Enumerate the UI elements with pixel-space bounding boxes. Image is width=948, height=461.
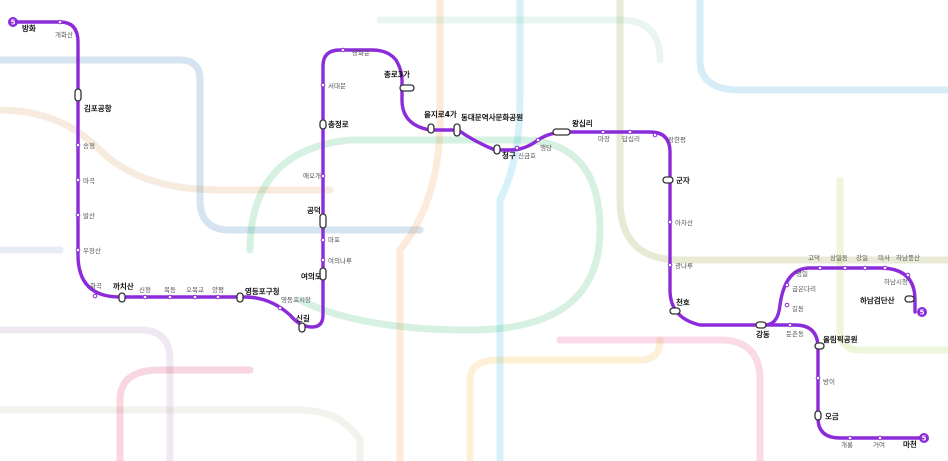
station-sangil[interactable]: 상일동 <box>830 253 848 262</box>
station-majang[interactable]: 마장 <box>598 134 610 143</box>
station-gangil[interactable]: 강일 <box>856 253 868 262</box>
station-songjeong[interactable]: 송정 <box>83 141 95 150</box>
station-gongdeok[interactable]: 공덕 <box>307 205 321 215</box>
svg-text:5: 5 <box>922 435 927 443</box>
station-singil[interactable]: 신길 <box>296 313 310 323</box>
station-ujangsan[interactable]: 우장산 <box>83 246 101 255</box>
station-dapsimni[interactable]: 답십리 <box>622 134 640 143</box>
station-sinjeong[interactable]: 신정 <box>139 285 151 294</box>
station-achasan[interactable]: 아차산 <box>675 218 693 227</box>
station-euljiro4ga[interactable]: 을지로4가 <box>424 109 457 119</box>
station-wangsimni[interactable]: 왕십리 <box>572 118 593 128</box>
station-gangdong[interactable]: 강동 <box>756 329 770 339</box>
station-dunchon[interactable]: 둔촌동 <box>786 329 804 338</box>
station-myeongil[interactable]: 명일 <box>796 269 808 278</box>
station-gildong[interactable]: 길동 <box>792 305 804 313</box>
station-macheon[interactable]: 마천 <box>903 439 917 449</box>
station-mokdong[interactable]: 목동 <box>164 286 176 294</box>
station-labels: 방화 개화산 김포공항 송정 마곡 발산 우장산 화곡 까치산 신정 목동 오목… <box>22 23 920 449</box>
station-gunja[interactable]: 군자 <box>676 175 690 185</box>
station-yeouinaru[interactable]: 여의나루 <box>328 256 352 265</box>
station-ogeum[interactable]: 오금 <box>825 412 839 421</box>
station-misa[interactable]: 미사 <box>878 253 890 262</box>
station-banghwa[interactable]: 방화 <box>22 23 36 33</box>
station-mapo[interactable]: 마포 <box>328 235 340 244</box>
station-kkachisan[interactable]: 까치산 <box>113 281 134 291</box>
line-badge-macheon: 5 <box>919 433 929 443</box>
transfer-markers <box>74 84 915 421</box>
station-gaerong[interactable]: 개롱 <box>841 440 853 449</box>
station-markers <box>57 19 911 441</box>
station-yeouido[interactable]: 여의도 <box>301 271 322 281</box>
line-badge-hanam: 5 <box>917 307 927 317</box>
station-cheonho[interactable]: 천호 <box>676 297 690 307</box>
station-gwangnaru[interactable]: 광나루 <box>675 261 693 270</box>
station-godeok[interactable]: 고덕 <box>808 253 820 262</box>
line-badge-banghwa: 5 <box>8 17 18 27</box>
station-gaehwasan[interactable]: 개화산 <box>55 30 73 39</box>
station-geoeo[interactable]: 거여 <box>873 440 885 449</box>
station-haengdang[interactable]: 행당 <box>540 143 552 152</box>
station-seodaemun[interactable]: 서대문 <box>328 81 346 90</box>
svg-text:5: 5 <box>11 19 16 27</box>
station-balsan[interactable]: 발산 <box>83 211 95 220</box>
svg-text:5: 5 <box>920 309 925 317</box>
station-gimpo[interactable]: 김포공항 <box>84 103 112 113</box>
station-magok[interactable]: 마곡 <box>83 176 95 185</box>
station-aeogae[interactable]: 애오개 <box>303 171 321 180</box>
station-yeongdeungpo-market[interactable]: 영등포시장 <box>281 295 311 304</box>
station-ddp[interactable]: 동대문역사문화공원 <box>461 112 523 122</box>
station-gubeundari[interactable]: 굽은다리 <box>792 284 816 293</box>
station-yeongdeungpo-gu[interactable]: 영등포구청 <box>245 286 280 296</box>
station-olympic-park[interactable]: 올림픽공원 <box>823 334 858 344</box>
station-bangi[interactable]: 방이 <box>823 377 835 386</box>
station-jongno3ga[interactable]: 종로3가 <box>384 69 410 79</box>
station-yangpyeong[interactable]: 양평 <box>212 285 224 294</box>
station-chungjeongno[interactable]: 충정로 <box>328 119 349 129</box>
station-hanam-sicheong[interactable]: 하남시청 <box>884 277 908 286</box>
station-cheonggu[interactable]: 청구 <box>502 150 516 160</box>
station-singeumho[interactable]: 신금호 <box>518 151 536 160</box>
station-janghanpyeong[interactable]: 장한평 <box>668 135 686 144</box>
station-gwanghwamun[interactable]: 광화문 <box>352 49 370 57</box>
station-omokgyo[interactable]: 오목교 <box>186 286 204 294</box>
station-hanam-pungsan[interactable]: 하남풍산 <box>896 253 920 262</box>
station-hanam-geomdansan[interactable]: 하남검단산 <box>860 295 895 305</box>
station-hwagok[interactable]: 화곡 <box>90 282 102 290</box>
